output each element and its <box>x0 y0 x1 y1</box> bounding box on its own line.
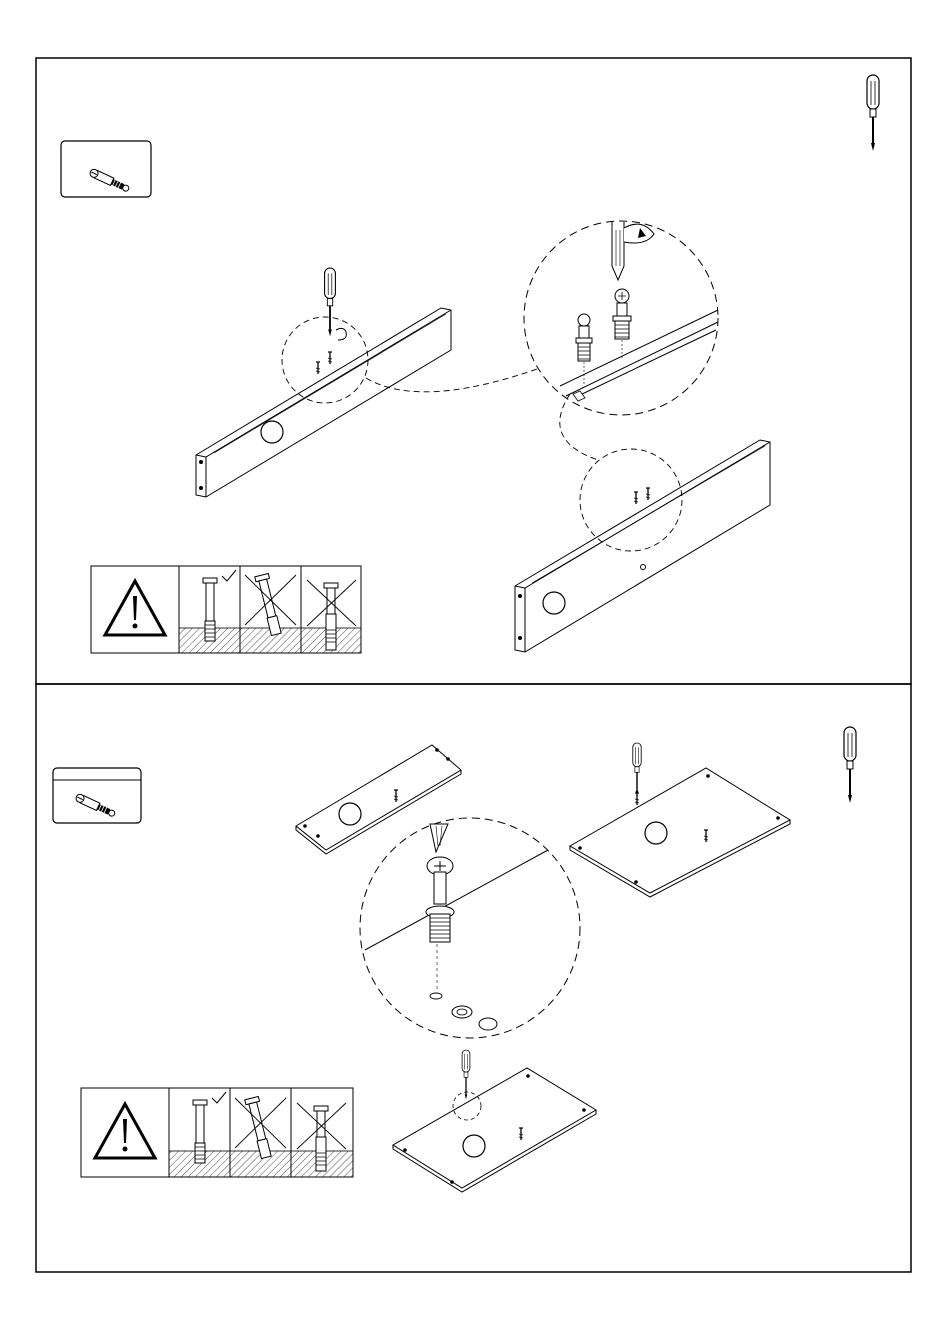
detail-zoom-bolt-install <box>524 221 718 415</box>
part-callout-2 <box>543 592 565 614</box>
hardware-box-cam-bolt <box>61 141 151 197</box>
detail-zoom-bolt-install-2 <box>360 818 580 1038</box>
screwdriver-in-use-icon <box>633 743 641 796</box>
bolt-icon <box>634 492 638 504</box>
part-callout-1 <box>261 421 283 443</box>
hardware-box-cam-bolt-2 <box>53 768 141 823</box>
screwdriver-in-use-icon <box>325 268 336 336</box>
part-callout-3 <box>339 803 361 825</box>
part-callout-5 <box>463 1135 485 1157</box>
bolt-icon <box>646 488 650 500</box>
screwdriver-icon <box>844 727 856 803</box>
screwdriver-in-use-icon <box>462 1050 470 1099</box>
bolt-icon <box>316 362 320 374</box>
bolt-icon <box>635 793 639 805</box>
step-2-panel <box>36 684 911 1272</box>
warning-table-step-2 <box>81 1088 353 1177</box>
part-callout-4 <box>645 822 667 844</box>
board-right-wide <box>570 768 790 897</box>
board-bottom-wide <box>393 1068 596 1192</box>
board-panel-right <box>515 440 770 652</box>
bolt-icon <box>328 352 332 364</box>
warning-table-step-1 <box>91 566 361 653</box>
screwdriver-icon <box>867 75 879 151</box>
board-panel-left <box>196 308 451 497</box>
step-1-panel <box>36 58 911 684</box>
